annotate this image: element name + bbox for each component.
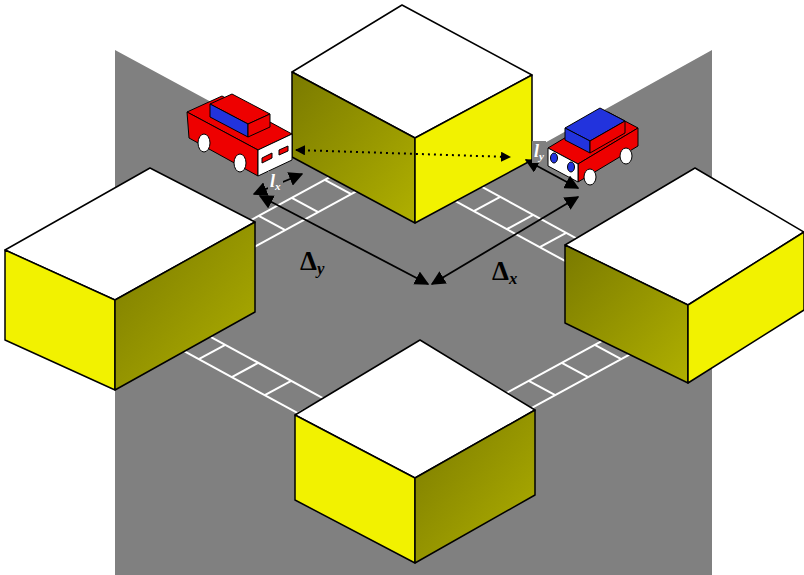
crosswalk-stripe: [166, 341, 298, 413]
wall: [415, 410, 535, 563]
dimension-arrow: [260, 196, 428, 284]
symbol: Δ: [300, 246, 317, 276]
headlight: [568, 162, 575, 172]
wall: [292, 72, 415, 223]
crosswalk-stripe: [562, 363, 588, 377]
car-cabin: [590, 121, 625, 153]
wall: [415, 75, 532, 223]
crosswalk-stripe: [232, 363, 258, 377]
car-cabin: [248, 114, 270, 137]
wheel: [198, 134, 210, 152]
building: [295, 340, 535, 563]
subscript: x: [275, 180, 281, 192]
wheel: [620, 148, 632, 164]
car-front: [548, 148, 578, 182]
wall: [688, 232, 804, 383]
car: [187, 94, 292, 176]
dimension-arrows: [254, 160, 578, 284]
crosswalk-stripe: [529, 381, 555, 395]
subscript: y: [539, 150, 544, 162]
wall: [5, 250, 115, 390]
wall: [115, 222, 255, 390]
crosswalk-stripe: [192, 327, 324, 399]
car-rear: [258, 134, 292, 176]
crosswalk-stripe: [292, 198, 318, 212]
headlight: [551, 153, 558, 163]
crosswalk-stripe: [199, 345, 225, 359]
dimension-label: lx: [268, 171, 283, 193]
dimension-label: Δy: [300, 248, 324, 278]
building: [565, 168, 804, 383]
tail-light: [262, 153, 272, 163]
symbol: l: [270, 171, 275, 191]
wheel: [584, 169, 596, 185]
building: [292, 5, 532, 223]
crosswalk-stripe: [441, 193, 573, 265]
car-window: [210, 104, 248, 137]
wall: [295, 415, 415, 563]
crosswalk-stripe: [540, 233, 566, 247]
car: [548, 108, 638, 185]
wall: [565, 245, 688, 383]
crosswalk-stripe: [265, 381, 291, 395]
wheel: [234, 154, 246, 172]
distance-line: [296, 150, 510, 157]
subscript: y: [317, 259, 324, 278]
crosswalk-stripe: [259, 216, 285, 230]
dimension-label: ly: [532, 141, 546, 163]
tail-light: [279, 146, 288, 155]
dimension-arrow: [526, 160, 578, 188]
crosswalk-stripe: [474, 197, 500, 211]
subscript: x: [509, 269, 517, 288]
symbol: Δ: [492, 256, 509, 286]
dimension-label: Δx: [492, 258, 517, 288]
building: [5, 168, 255, 390]
car-window: [565, 128, 590, 153]
symbol: l: [534, 141, 539, 161]
